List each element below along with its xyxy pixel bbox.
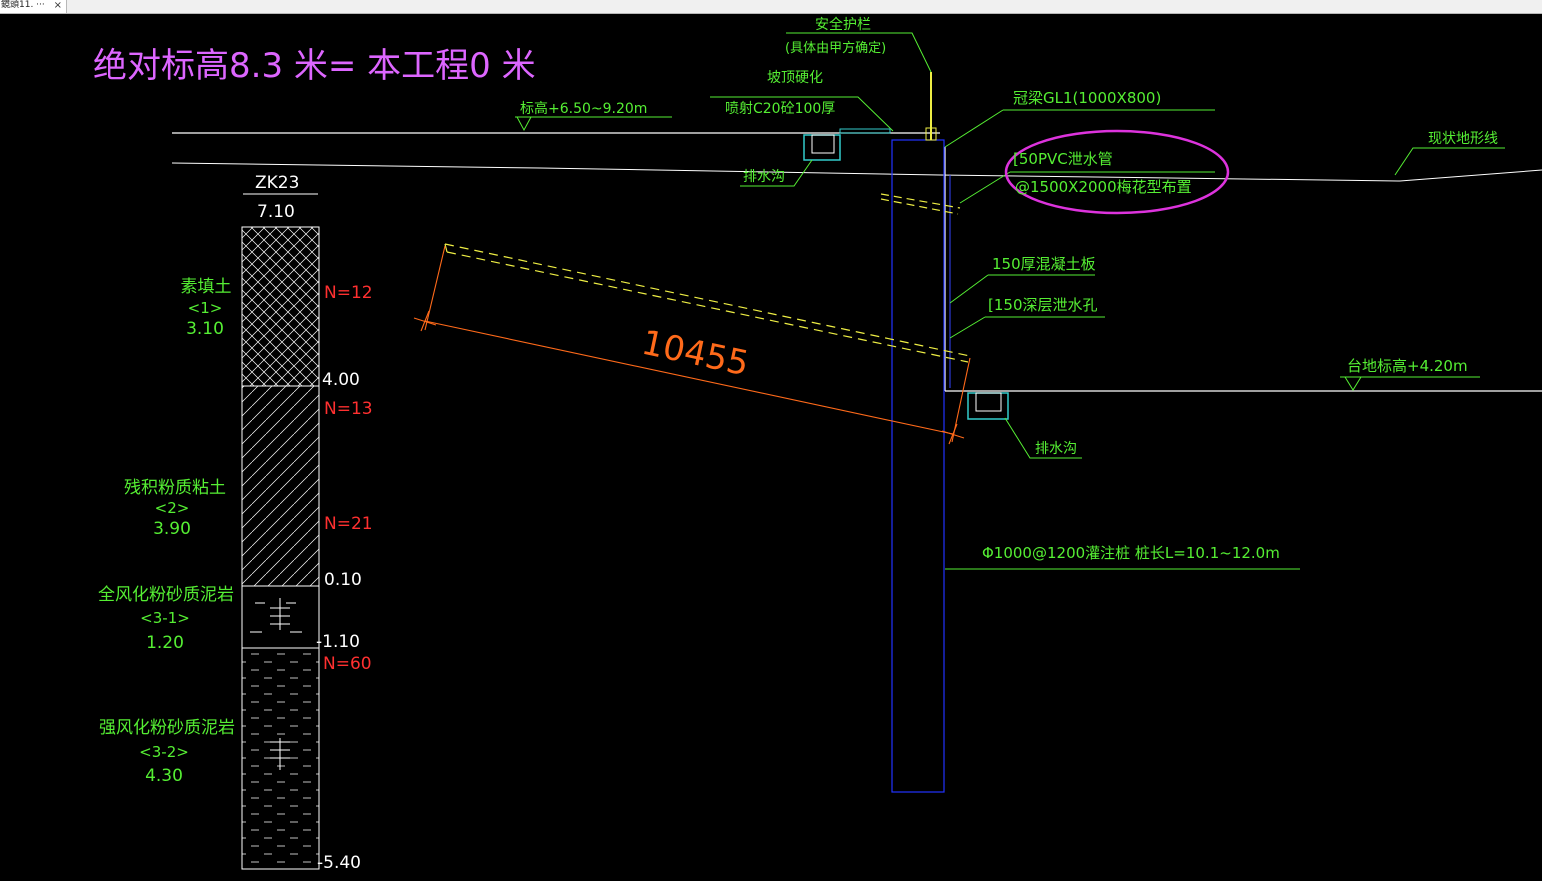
- layer-3-1-thickness: 1.20: [146, 633, 184, 653]
- existing-ground-line: [171, 162, 1542, 182]
- guardrail-note: (具体由甲方确定): [785, 40, 886, 56]
- layer-3-2-bottom: -5.40: [317, 853, 361, 873]
- layer-1-name: 素填土: [181, 277, 232, 297]
- highlight-ellipse: [1004, 129, 1230, 215]
- pile-label: Φ1000@1200灌注桩 桩长L=10.1~12.0m: [982, 544, 1280, 562]
- layer-3-2-thickness: 4.30: [145, 766, 183, 786]
- document-tab[interactable]: 鏡頭11. ··· ×: [0, 0, 67, 13]
- layer-1-bottom: 4.00: [322, 370, 360, 390]
- cad-drawing[interactable]: 绝对标高8.3 米= 本工程0 米 10455: [0, 13, 1542, 881]
- drain-ditch-right-label: 排水沟: [1035, 441, 1077, 457]
- tab-bar: 鏡頭11. ··· ×: [0, 0, 1542, 14]
- elevation-marker-platform: [1344, 376, 1362, 391]
- layer-2-code: <2>: [155, 499, 190, 517]
- layer-3-1-code: <3-1>: [140, 609, 190, 627]
- borehole-top-elevation: 7.10: [257, 202, 295, 222]
- guardrail-base: [925, 127, 937, 141]
- rock-symbol-3-1: [250, 598, 302, 633]
- layer-2-thickness: 3.90: [153, 519, 191, 539]
- shotcrete-slab: [839, 128, 891, 134]
- drain-ditch-right: [967, 392, 1009, 420]
- n-value-layer-2: N=13: [324, 399, 373, 419]
- layer-3-1-bottom: -1.10: [316, 632, 360, 652]
- borehole-id: ZK23: [255, 173, 299, 193]
- drain-pipe-layout: @1500X2000梅花型布置: [1015, 178, 1192, 196]
- slope-top-label: 坡顶硬化: [767, 70, 823, 86]
- borehole-column: ZK23 7.10 素填土 <1> 3.10 残积粉质粘土 <2> 3.90 全…: [98, 173, 373, 873]
- elevation-top-label: 标高+6.50~9.20m: [520, 100, 647, 117]
- elevation-marker-top: [516, 116, 532, 132]
- crown-beam-label: 冠梁GL1(1000X800): [1013, 89, 1161, 107]
- layer-1-code: <1>: [188, 299, 223, 317]
- layer-1-hatch: [241, 226, 320, 387]
- n-value-layer-3-2: N=60: [323, 654, 372, 674]
- ground-line-label: 现状地形线: [1428, 131, 1498, 147]
- layer-3-2-name: 强风化粉砂质泥岩: [99, 718, 235, 738]
- concrete-board-label: 150厚混凝土板: [992, 255, 1096, 273]
- layer-3-1-name: 全风化粉砂质泥岩: [98, 585, 234, 605]
- platform-elevation-label: 台地标高+4.20m: [1347, 357, 1468, 375]
- weep-hole-label: [150深层泄水孔: [988, 296, 1097, 314]
- elevation-title: 绝对标高8.3 米= 本工程0 米: [93, 46, 536, 86]
- layer-3-2-code: <3-2>: [139, 743, 189, 761]
- rock-symbol-3-2: [270, 738, 290, 770]
- n-value-layer-2b: N=21: [324, 514, 373, 534]
- guardrail-label: 安全护栏: [815, 16, 871, 33]
- dimension-line: [413, 245, 971, 445]
- drain-ditch-left: [803, 134, 841, 161]
- tab-label: 鏡頭11. ···: [1, 0, 45, 10]
- layer-1-thickness: 3.10: [186, 319, 224, 339]
- layer-2-bottom: 0.10: [324, 570, 362, 590]
- drain-pipe-label: [50PVC泄水管: [1013, 150, 1113, 168]
- bored-pile: [891, 139, 945, 793]
- leader-lines: [515, 32, 1505, 570]
- layer-2-name: 残积粉质粘土: [124, 478, 226, 498]
- shotcrete-label: 喷射C20砼100厚: [725, 101, 835, 117]
- drain-ditch-left-label: 排水沟: [743, 169, 785, 185]
- close-icon[interactable]: ×: [53, 0, 62, 11]
- dimension-value: 10455: [638, 323, 752, 385]
- n-value-layer-1: N=12: [324, 283, 373, 303]
- layer-2-hatch: [241, 385, 320, 587]
- drain-pipe-short: [880, 193, 961, 215]
- anchor-long: [444, 243, 971, 363]
